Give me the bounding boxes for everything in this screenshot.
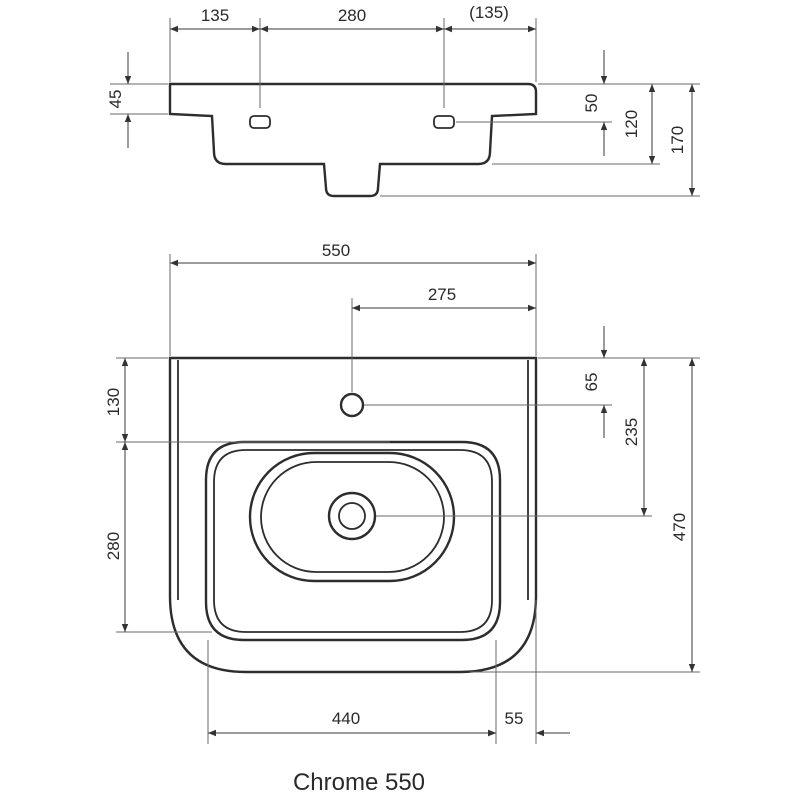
dim-side-45: 45 xyxy=(106,90,125,109)
dim-tap-275: 275 xyxy=(428,285,456,304)
dim-width-550: 550 xyxy=(322,241,350,260)
dim-right-235: 235 xyxy=(622,418,641,446)
dim-side-120: 120 xyxy=(622,110,641,138)
tap-hole-icon xyxy=(339,392,365,418)
dim-side-280: 280 xyxy=(338,6,366,25)
inner-bowl xyxy=(204,440,502,642)
dim-side-135-paren: (135) xyxy=(469,3,509,22)
oval-basin xyxy=(248,451,456,583)
overflow-slot-right xyxy=(433,115,455,129)
dim-bottom-55: 55 xyxy=(505,709,524,728)
dim-left-130: 130 xyxy=(104,388,123,416)
dim-right-470: 470 xyxy=(670,513,689,541)
dim-side-50: 50 xyxy=(582,94,601,113)
side-view: 135 280 (135) 45 50 120 170 xyxy=(106,3,700,198)
drain-icon xyxy=(327,491,377,541)
dim-side-170: 170 xyxy=(668,126,687,154)
model-title: Chrome 550 xyxy=(293,769,425,796)
top-view: 550 275 130 280 65 235 470 440 55 xyxy=(104,241,700,744)
side-profile xyxy=(168,82,538,198)
dim-side-135: 135 xyxy=(201,6,229,25)
dim-left-280: 280 xyxy=(104,532,123,560)
dim-bottom-440: 440 xyxy=(332,709,360,728)
dim-right-65: 65 xyxy=(582,373,601,392)
overflow-slot-left xyxy=(249,115,271,129)
